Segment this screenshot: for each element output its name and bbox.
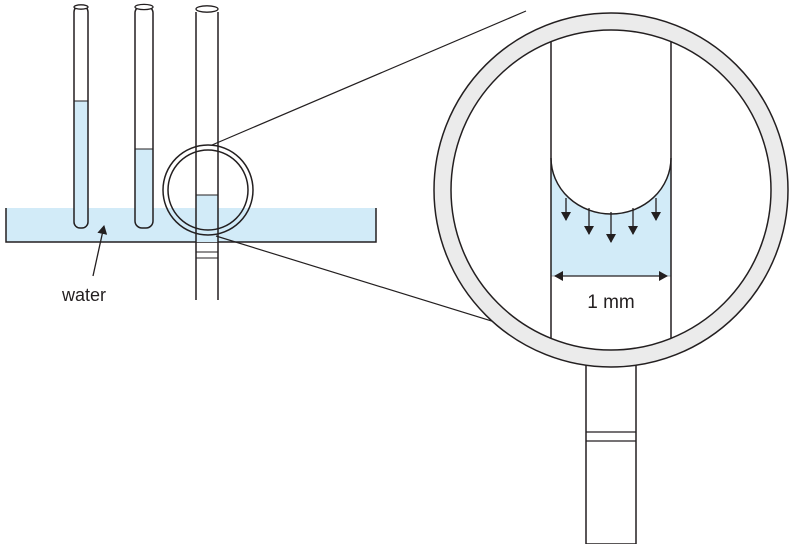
dimension-label: 1 mm [587, 292, 635, 313]
capillary-tube-narrow [73, 4, 89, 229]
magnifier-handle [585, 345, 637, 544]
water-callout: water [61, 225, 108, 305]
water-arrow [92, 225, 108, 277]
trough-water [6, 208, 376, 242]
small-magnifier-ring [162, 144, 254, 236]
trough-outline [5, 208, 377, 243]
capillary-tube-wide [195, 5, 219, 300]
dimension-indicator: 1 mm [554, 271, 668, 313]
water-label: water [61, 285, 106, 305]
projection-lines [211, 10, 541, 337]
capillary-tube-medium [134, 3, 154, 229]
surface-tension-arrows [561, 198, 661, 243]
trough-group [5, 208, 377, 243]
magnifier-glass [450, 29, 772, 351]
